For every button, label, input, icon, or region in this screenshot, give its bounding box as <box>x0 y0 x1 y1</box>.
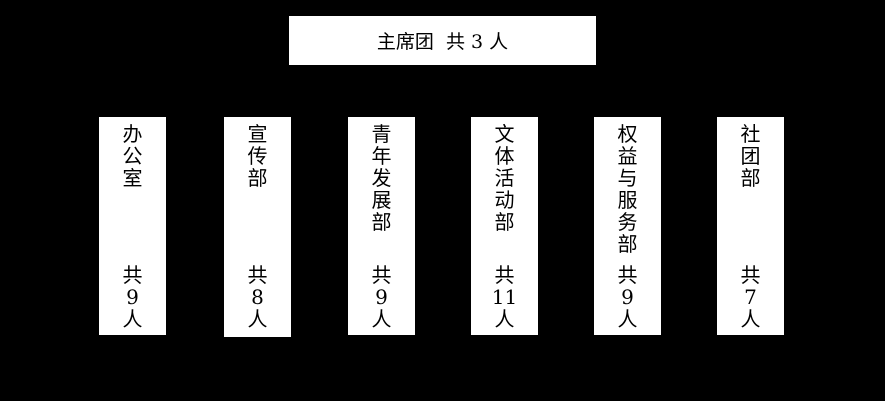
presidium-box: 主席团 共 3 人 <box>289 16 596 65</box>
dept-name: 青年发展部 <box>371 122 392 234</box>
dept-name: 办公室 <box>122 122 143 190</box>
dept-name: 宣传部 <box>247 122 268 190</box>
dept-name: 文体活动部 <box>494 122 515 234</box>
dept-name: 权益与服务部 <box>617 122 638 256</box>
presidium-label: 主席团 共 3 人 <box>376 31 509 53</box>
dept-name: 社团部 <box>740 122 761 190</box>
